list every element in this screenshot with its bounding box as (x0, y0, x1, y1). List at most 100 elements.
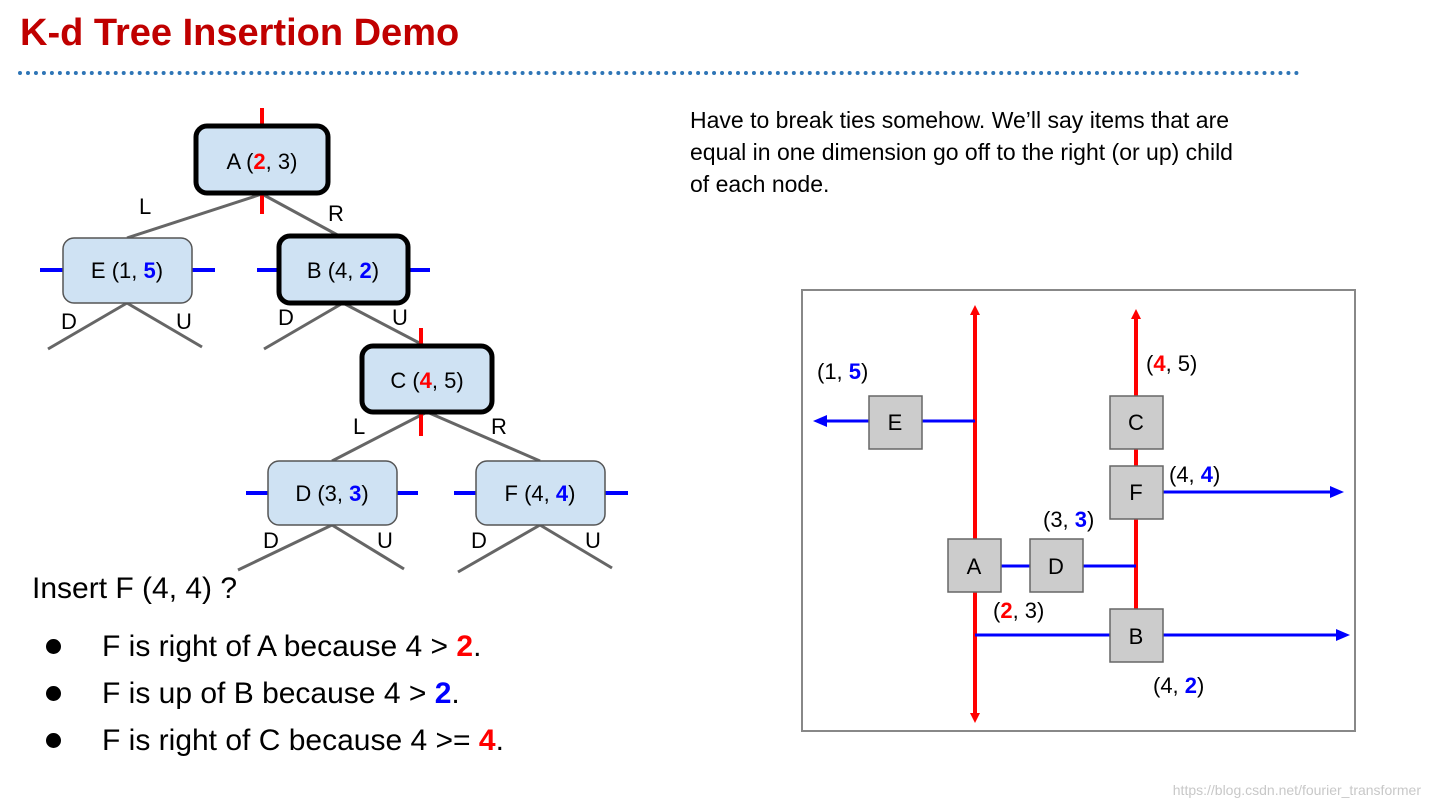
coord-d-post: ) (1087, 507, 1094, 532)
edge-label-c-l: L (353, 414, 365, 439)
tree-node-b: B (4, 2) (276, 233, 411, 306)
node-b-pre: B (4, (307, 258, 360, 283)
node-d-pre: D (3, (295, 481, 349, 506)
edge-e-u (126, 301, 203, 349)
edge-b-d (263, 301, 344, 351)
tree-node-f: F (4, 4) (475, 460, 606, 526)
node-e-post: ) (156, 258, 163, 283)
coord-e-hl: 5 (849, 359, 861, 384)
plane-point-c: C (1128, 410, 1144, 435)
coord-e-post: ) (861, 359, 868, 384)
coord-b-hl: 2 (1185, 673, 1197, 698)
coord-f-hl: 4 (1201, 462, 1214, 487)
list-item: F is right of C because 4 >= 4. (40, 724, 504, 771)
page-title: K-d Tree Insertion Demo (20, 12, 460, 54)
svg-text:F (4, 4): F (4, 4) (505, 481, 576, 506)
node-f-hl: 4 (556, 481, 569, 506)
node-f-post: ) (568, 481, 575, 506)
bullet-text: F is right of C because 4 >= (102, 724, 479, 757)
bullet-text: F is right of A because 4 > (102, 630, 457, 663)
bullet-end: . (451, 677, 460, 710)
bullet-text: F is up of B because 4 > (102, 677, 435, 710)
coord-f-pre: (4, (1169, 462, 1201, 487)
coord-label-b: (4, 2) (1153, 673, 1204, 698)
title-divider (18, 71, 1300, 75)
coord-c-post: , 5) (1166, 351, 1198, 376)
edge-label-a-l: L (139, 194, 151, 219)
plane-point-a-box (947, 538, 1002, 593)
coord-b-post: ) (1197, 673, 1204, 698)
list-item: F is right of A because 4 > 2. (40, 630, 504, 677)
edge-label-b-u: U (392, 305, 408, 330)
node-c-post: , 5) (432, 368, 464, 393)
edge-c-d (331, 410, 428, 463)
bullet-end: . (473, 630, 482, 663)
plane-frame (801, 289, 1356, 732)
coord-c-hl: 4 (1153, 351, 1166, 376)
plane-point-b-box (1109, 608, 1164, 663)
coord-label-f: (4, 4) (1169, 462, 1220, 487)
insert-question: Insert F (4, 4) ? (32, 572, 238, 605)
node-b-hl: 2 (360, 258, 372, 283)
tree-node-d: D (3, 3) (267, 460, 398, 526)
node-a-hl: 2 (253, 149, 265, 174)
edge-label-e-d: D (61, 309, 77, 334)
bullet-icon (46, 639, 61, 654)
coord-f-post: ) (1213, 462, 1220, 487)
edge-d-d (237, 523, 333, 572)
plane-point-d: D (1048, 554, 1064, 579)
coord-a-post: , 3) (1013, 598, 1045, 623)
edge-b-c (342, 301, 428, 349)
bullet-end: . (495, 724, 504, 757)
coord-a-hl: 2 (1000, 598, 1012, 623)
coord-b-pre: (4, (1153, 673, 1185, 698)
svg-text:C (4, 5): C (4, 5) (390, 368, 463, 393)
node-b-post: ) (372, 258, 379, 283)
svg-text:D (3, 3): D (3, 3) (295, 481, 368, 506)
coord-d-hl: 3 (1075, 507, 1087, 532)
tree-node-c: C (4, 5) (359, 343, 495, 415)
plane-point-e: E (888, 410, 903, 435)
edge-c-f (426, 410, 541, 463)
edge-label-f-u: U (585, 528, 601, 553)
edge-a-e (126, 192, 263, 240)
tree-node-a: A (2, 3) (193, 123, 331, 196)
plane-point-c-box (1109, 395, 1164, 450)
coord-label-a: (2, 3) (993, 598, 1044, 623)
edge-a-b (261, 192, 344, 240)
coord-label-d: (3, 3) (1043, 507, 1094, 532)
edge-label-e-u: U (176, 309, 192, 334)
coord-e-pre: (1, (817, 359, 849, 384)
node-d-hl: 3 (349, 481, 361, 506)
bullet-highlight: 4 (478, 724, 496, 757)
node-d-post: ) (361, 481, 368, 506)
coord-label-c: (4, 5) (1146, 351, 1197, 376)
bullet-highlight: 2 (434, 677, 452, 710)
coord-c-pre: ( (1146, 351, 1154, 376)
node-a-post: , 3) (266, 149, 298, 174)
explanation-list: F is right of A because 4 > 2. F is up o… (40, 630, 504, 771)
node-c-pre: C ( (390, 368, 420, 393)
plane-point-f-box (1109, 465, 1164, 520)
coord-label-e: (1, 5) (817, 359, 868, 384)
svg-text:B (4, 2): B (4, 2) (307, 258, 379, 283)
plane-point-d-box (1029, 538, 1084, 593)
plane-point-f: F (1129, 480, 1142, 505)
plane-point-b: B (1129, 624, 1144, 649)
plane-point-e-box (868, 395, 923, 450)
node-c-hl: 4 (420, 368, 433, 393)
tie-break-note: Have to break ties somehow. We’ll say it… (690, 107, 1233, 197)
edge-label-f-d: D (471, 528, 487, 553)
edge-f-u (539, 523, 613, 570)
tree-node-e: E (1, 5) (62, 237, 193, 304)
list-item: F is up of B because 4 > 2. (40, 677, 504, 724)
bullet-icon (46, 686, 61, 701)
bullet-highlight: 2 (456, 630, 474, 663)
node-f-pre: F (4, (505, 481, 556, 506)
edge-f-d (457, 523, 541, 574)
plane-point-a: A (967, 554, 982, 579)
watermark: https://blog.csdn.net/fourier_transforme… (1172, 782, 1421, 798)
edge-label-b-d: D (278, 305, 294, 330)
svg-text:A (2, 3): A (2, 3) (227, 149, 298, 174)
